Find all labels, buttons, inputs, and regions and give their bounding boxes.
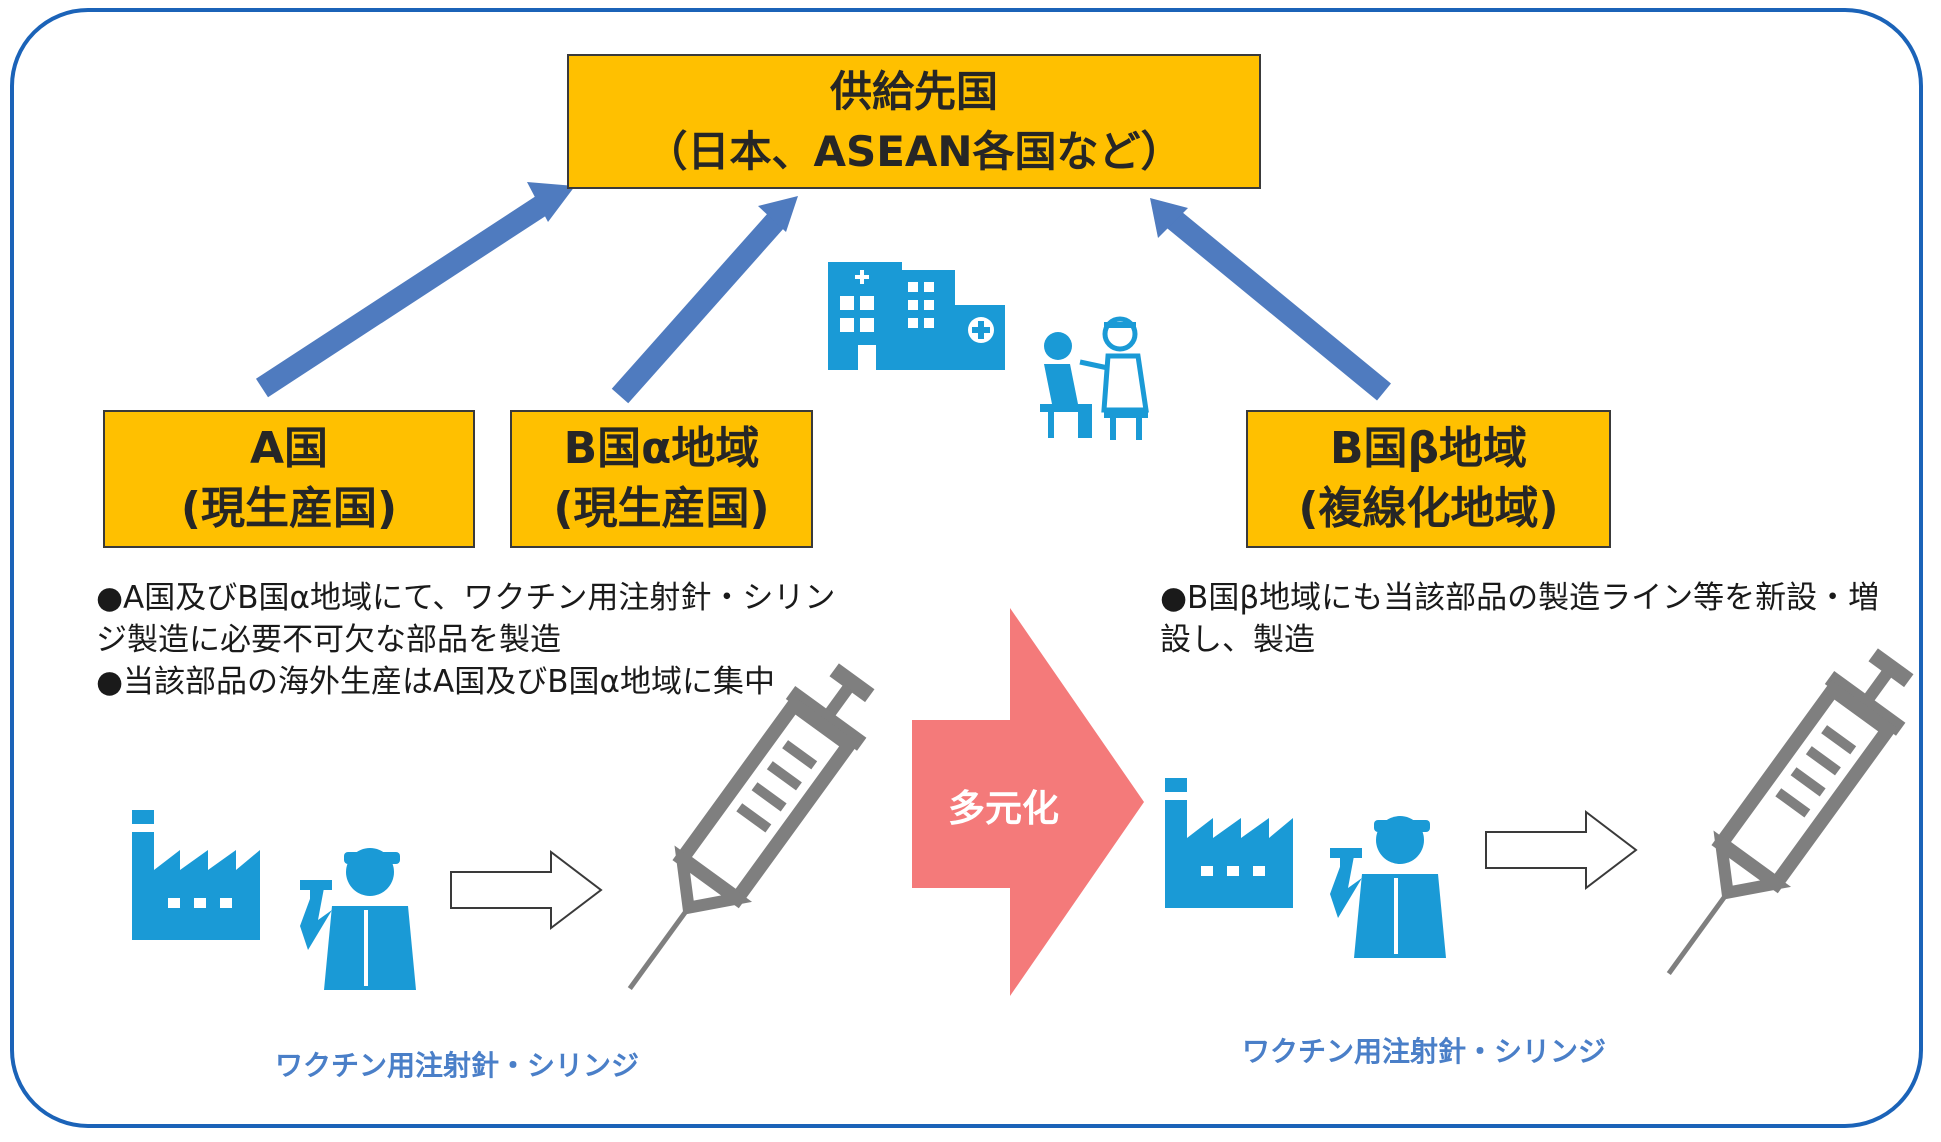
factory-icon-left [132,810,260,940]
right-description: ●B国β地域にも当該部品の製造ライン等を新設・増設し、製造 [1160,577,1880,661]
country-b-beta-box: B国β地域 (複線化地域) [1246,410,1611,548]
country-b-alpha-subtitle: (現生産国) [553,483,770,534]
left-description: ●A国及びB国α地域にて、ワクチン用注射針・シリンジ製造に必要不可欠な部品を製造… [96,577,866,703]
arrow-b-beta-to-supply [1165,209,1391,401]
factory-icon-right [1165,778,1293,908]
country-a-title: A国 [249,423,329,474]
syringe-icon-right [1633,635,1931,999]
country-a-subtitle: (現生産国) [180,483,398,534]
right-bullet-1: ●B国β地域にも当該部品の製造ライン等を新設・増設し、製造 [1160,580,1880,658]
supply-subtitle: （日本、ASEAN各国など） [645,126,1183,176]
process-arrow-left [450,851,602,929]
process-arrow-right [1485,811,1637,889]
country-b-beta-title: B国β地域 [1329,423,1528,474]
country-b-alpha-title: B国α地域 [563,423,760,474]
supply-country-box: 供給先国 （日本、ASEAN各国など） [567,54,1261,189]
syringe-caption-left: ワクチン用注射針・シリンジ [275,1049,640,1082]
arrow-a-to-supply [255,190,557,398]
hospital-icon [828,262,1005,370]
supply-title: 供給先国 [829,66,998,116]
syringe-icon-left [594,650,892,1014]
doctor-patient-icon [1040,316,1149,440]
country-a-box: A国 (現生産国) [103,410,475,548]
worker-icon-left [300,848,416,990]
country-b-beta-subtitle: (複線化地域) [1298,483,1559,534]
arrow-b-alpha-to-supply [611,208,789,404]
diagram-frame [10,8,1923,1128]
diversification-arrow [912,608,1144,996]
left-bullet-1: ●A国及びB国α地域にて、ワクチン用注射針・シリンジ製造に必要不可欠な部品を製造 [96,580,836,658]
diversification-label: 多元化 [948,787,1059,830]
worker-icon-right [1330,816,1446,958]
syringe-caption-right: ワクチン用注射針・シリンジ [1242,1035,1607,1068]
country-b-alpha-box: B国α地域 (現生産国) [510,410,813,548]
left-bullet-2: ●当該部品の海外生産はA国及びB国α地域に集中 [96,664,775,700]
